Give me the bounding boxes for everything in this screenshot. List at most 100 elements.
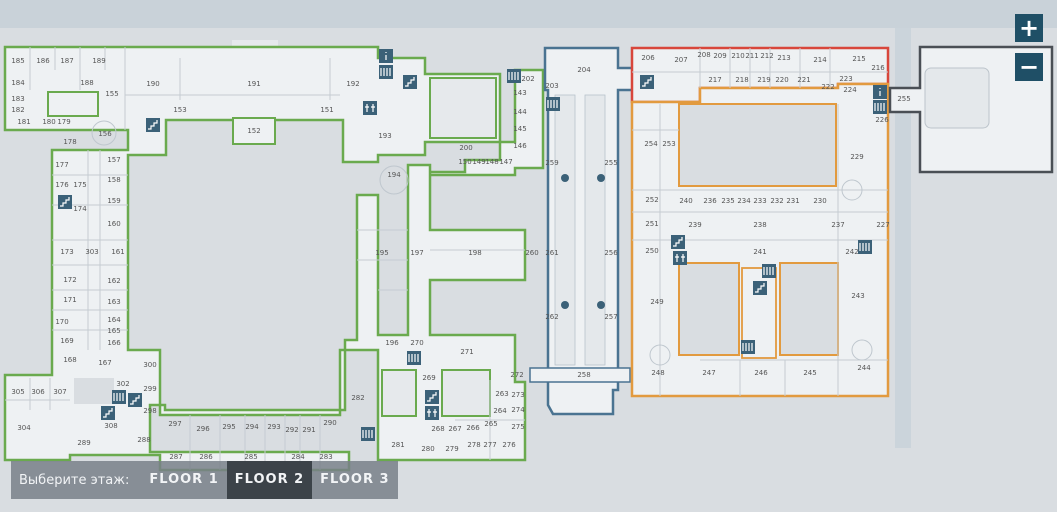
room-label-217[interactable]: 217: [708, 76, 721, 84]
room-label-297[interactable]: 297: [168, 420, 181, 428]
room-label-219[interactable]: 219: [757, 76, 770, 84]
room-label-269[interactable]: 269: [422, 374, 435, 382]
room-label-194[interactable]: 194: [387, 171, 401, 179]
room-label-163[interactable]: 163: [107, 298, 120, 306]
room-label-257[interactable]: 257: [604, 313, 617, 321]
room-label-262[interactable]: 262: [545, 313, 558, 321]
room-label-191[interactable]: 191: [247, 80, 260, 88]
room-label-254[interactable]: 254: [644, 140, 658, 148]
room-label-288[interactable]: 288: [137, 436, 150, 444]
zoom-out-button[interactable]: −: [1015, 53, 1043, 81]
room-label-283[interactable]: 283: [319, 453, 332, 461]
room-label-227[interactable]: 227: [876, 221, 889, 229]
room-label-256[interactable]: 256: [604, 249, 618, 257]
room-label-218[interactable]: 218: [735, 76, 748, 84]
room-label-193[interactable]: 193: [378, 132, 391, 140]
room-label-164[interactable]: 164: [107, 316, 121, 324]
room-label-226[interactable]: 226: [875, 116, 889, 124]
room-label-174[interactable]: 174: [73, 205, 87, 213]
room-label-153[interactable]: 153: [173, 106, 186, 114]
room-label-259[interactable]: 259: [545, 159, 558, 167]
room-label-274[interactable]: 274: [511, 406, 525, 414]
room-label-211[interactable]: 211: [745, 52, 758, 60]
room-label-250[interactable]: 250: [645, 247, 658, 255]
room-label-159[interactable]: 159: [107, 197, 120, 205]
room-label-267[interactable]: 267: [448, 425, 461, 433]
room-label-236[interactable]: 236: [703, 197, 717, 205]
room-label-176[interactable]: 176: [55, 181, 69, 189]
room-label-169[interactable]: 169: [60, 337, 73, 345]
room-label-308[interactable]: 308: [104, 422, 117, 430]
room-label-286[interactable]: 286: [199, 453, 213, 461]
room-label-183[interactable]: 183: [11, 95, 24, 103]
room-label-307[interactable]: 307: [53, 388, 66, 396]
room-label-168[interactable]: 168: [63, 356, 76, 364]
room-label-167[interactable]: 167: [98, 359, 111, 367]
room-label-277[interactable]: 277: [483, 441, 496, 449]
room-label-165[interactable]: 165: [107, 327, 120, 335]
room-label-148[interactable]: 148: [485, 158, 498, 166]
room-label-281[interactable]: 281: [391, 441, 404, 449]
room-label-235[interactable]: 235: [721, 197, 734, 205]
room-label-203[interactable]: 203: [545, 82, 558, 90]
room-label-255[interactable]: 255: [604, 159, 617, 167]
room-label-147[interactable]: 147: [499, 158, 512, 166]
room-label-150[interactable]: 150: [458, 158, 471, 166]
room-label-284[interactable]: 284: [291, 453, 305, 461]
room-label-185[interactable]: 185: [11, 57, 24, 65]
floor-1-button[interactable]: FLOOR 1: [149, 472, 219, 487]
room-label-241[interactable]: 241: [753, 248, 766, 256]
room-label-192[interactable]: 192: [346, 80, 359, 88]
room-label-292[interactable]: 292: [285, 426, 298, 434]
room-label-158[interactable]: 158: [107, 176, 120, 184]
room-label-242[interactable]: 242: [845, 248, 858, 256]
room-label-232[interactable]: 232: [770, 197, 783, 205]
room-label-146[interactable]: 146: [513, 142, 527, 150]
room-label-170[interactable]: 170: [55, 318, 68, 326]
room-label-189[interactable]: 189: [92, 57, 105, 65]
room-label-181[interactable]: 181: [17, 118, 30, 126]
room-label-293[interactable]: 293: [267, 423, 280, 431]
room-label-238[interactable]: 238: [753, 221, 766, 229]
room-label-171[interactable]: 171: [63, 296, 76, 304]
room-label-280[interactable]: 280: [421, 445, 434, 453]
room-label-299[interactable]: 299: [143, 385, 156, 393]
room-label-279[interactable]: 279: [445, 445, 458, 453]
room-label-302[interactable]: 302: [116, 380, 129, 388]
room-label-252[interactable]: 252: [645, 196, 658, 204]
room-label-276[interactable]: 276: [502, 441, 516, 449]
room-label-209[interactable]: 209: [713, 52, 726, 60]
room-label-305[interactable]: 305: [11, 388, 24, 396]
room-label-300[interactable]: 300: [143, 361, 156, 369]
room-label-260[interactable]: 260: [525, 249, 538, 257]
room-label-270[interactable]: 270: [410, 339, 423, 347]
room-label-186[interactable]: 186: [36, 57, 50, 65]
room-label-290[interactable]: 290: [323, 419, 336, 427]
room-label-244[interactable]: 244: [857, 364, 871, 372]
room-label-178[interactable]: 178: [63, 138, 76, 146]
room-label-265[interactable]: 265: [484, 420, 497, 428]
room-label-180[interactable]: 180: [42, 118, 55, 126]
room-label-229[interactable]: 229: [850, 153, 863, 161]
room-label-220[interactable]: 220: [775, 76, 788, 84]
room-label-234[interactable]: 234: [737, 197, 751, 205]
room-label-161[interactable]: 161: [111, 248, 124, 256]
room-label-243[interactable]: 243: [851, 292, 864, 300]
room-label-287[interactable]: 287: [169, 453, 182, 461]
room-label-296[interactable]: 296: [196, 425, 210, 433]
room-label-143[interactable]: 143: [513, 89, 526, 97]
room-label-207[interactable]: 207: [674, 56, 687, 64]
room-label-304[interactable]: 304: [17, 424, 31, 432]
room-label-184[interactable]: 184: [11, 79, 25, 87]
room-label-157[interactable]: 157: [107, 156, 120, 164]
room-label-263[interactable]: 263: [495, 390, 508, 398]
room-label-291[interactable]: 291: [302, 426, 315, 434]
room-label-204[interactable]: 204: [577, 66, 591, 74]
room-label-249[interactable]: 249: [650, 298, 663, 306]
room-label-200[interactable]: 200: [459, 144, 472, 152]
zoom-in-button[interactable]: +: [1015, 14, 1043, 42]
room-label-246[interactable]: 246: [754, 369, 768, 377]
room-label-266[interactable]: 266: [466, 424, 480, 432]
room-label-264[interactable]: 264: [493, 407, 507, 415]
room-label-179[interactable]: 179: [57, 118, 70, 126]
